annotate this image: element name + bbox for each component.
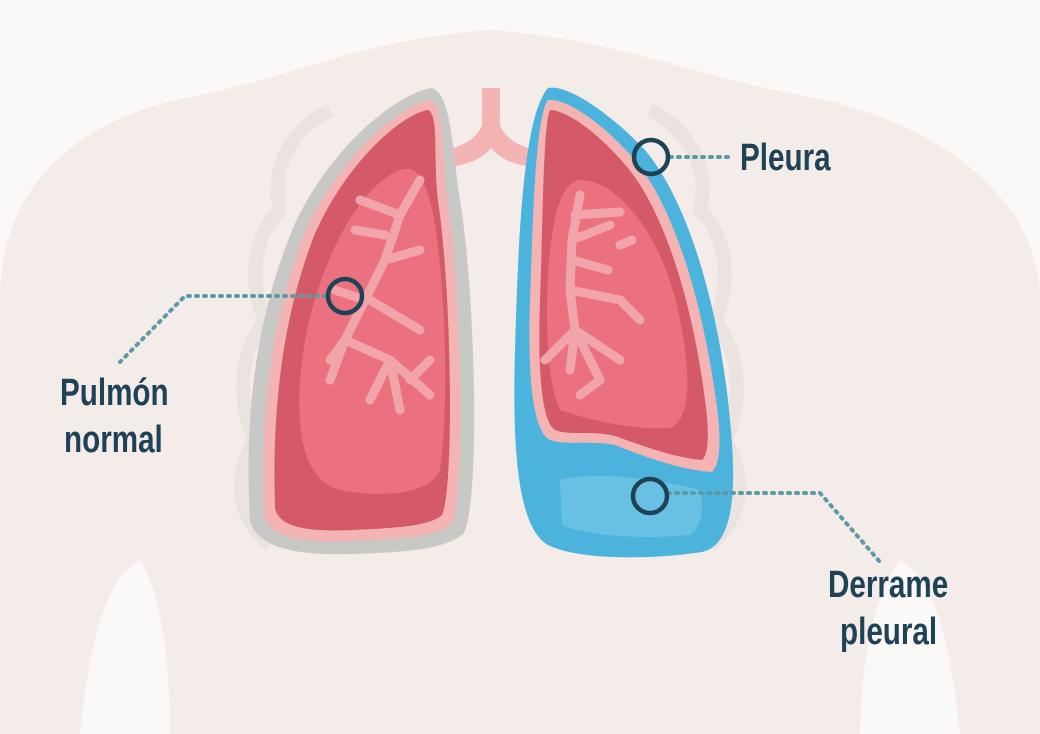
- effusion-lung-inner: [547, 180, 688, 429]
- pleura-marker: [631, 137, 671, 177]
- leader-lines: [118, 155, 882, 564]
- effusion-label-line1: Derrame: [828, 564, 948, 606]
- trachea: [432, 88, 550, 168]
- effusion-leader: [666, 491, 882, 564]
- effusion-label-line2: pleural: [840, 611, 937, 653]
- normal-lung-label-line2: normal: [64, 419, 163, 461]
- normal-lung-marker: [325, 276, 365, 316]
- normal-lung-leader: [118, 294, 328, 364]
- marker-circles: [325, 137, 671, 516]
- effusion-marker: [630, 476, 670, 516]
- pleura-label: Pleura: [740, 137, 831, 179]
- normal-lung-label-line1: Pulmón: [60, 372, 169, 414]
- effusion-lung-bronchi: [540, 190, 645, 400]
- normal-lung-bronchi: [325, 175, 435, 415]
